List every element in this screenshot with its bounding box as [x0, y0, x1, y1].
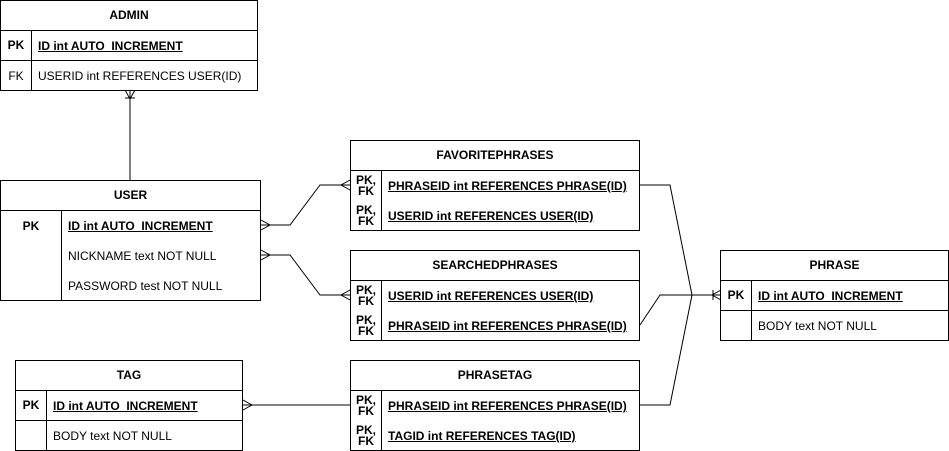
entity-row: PK, FK PHRASEID int REFERENCES PHRASE(ID… — [351, 311, 639, 341]
field-label: PHRASEID int REFERENCES PHRASE(ID) — [388, 399, 627, 413]
search-crowfoot-user — [339, 289, 351, 301]
field-label: BODY text NOT NULL — [758, 319, 877, 333]
field-label: PHRASEID int REFERENCES PHRASE(ID) — [388, 179, 627, 193]
entity-title: PHRASETAG — [351, 361, 639, 391]
field-label: USERID int REFERENCES USER(ID) — [388, 209, 594, 223]
user-favoritephrases-relation — [261, 184, 350, 226]
entity-row: PK, FK PHRASEID int REFERENCES PHRASE(ID… — [351, 171, 639, 201]
entity-title: FAVORITEPHRASES — [351, 141, 639, 171]
entity-user[interactable]: USER PK ID int AUTO_INCREMENT NICKNAME t… — [0, 180, 261, 301]
fav-crowfoot-user — [339, 179, 351, 191]
entity-row: NICKNAME text NOT NULL — [1, 241, 260, 271]
entity-title: USER — [1, 181, 260, 211]
user-crowfoot-fav — [260, 219, 272, 231]
field-label: PASSWORD test NOT NULL — [68, 279, 223, 293]
field-label: PHRASEID int REFERENCES PHRASE(ID) — [388, 319, 627, 333]
entity-phrasetag[interactable]: PHRASETAG PK, FK PHRASEID int REFERENCES… — [350, 360, 640, 451]
entity-searchedphrases[interactable]: SEARCHEDPHRASES PK, FK USERID int REFERE… — [350, 250, 640, 341]
phrase-crowfoot — [710, 289, 722, 301]
entity-row: PK ID int AUTO_INCREMENT — [1, 211, 260, 241]
entity-row: PK, FK TAGID int REFERENCES TAG(ID) — [351, 421, 639, 451]
entity-title: PHRASE — [721, 251, 948, 281]
entity-title: ADMIN — [1, 1, 257, 31]
tag-crowfoot — [242, 399, 254, 411]
key-label — [1, 271, 61, 301]
key-label: PK, FK — [355, 393, 376, 418]
key-label — [1, 241, 61, 271]
entity-row: PASSWORD test NOT NULL — [1, 271, 260, 301]
field-label: ID int AUTO_INCREMENT — [758, 288, 903, 303]
entity-favoritephrases[interactable]: FAVORITEPHRASES PK, FK PHRASEID int REFE… — [350, 140, 640, 231]
field-label: BODY text NOT NULL — [53, 429, 172, 443]
key-label: PK — [22, 398, 40, 412]
entity-row: PK, FK USERID int REFERENCES USER(ID) — [351, 201, 639, 231]
field-label: USERID int REFERENCES USER(ID) — [38, 69, 242, 83]
entity-row: PK, FK PHRASEID int REFERENCES PHRASE(ID… — [351, 391, 639, 421]
key-label — [721, 311, 751, 341]
key-label: PK — [7, 38, 25, 52]
entity-row: PK ID int AUTO_INCREMENT — [1, 31, 257, 61]
field-label: USERID int REFERENCES USER(ID) — [388, 289, 594, 303]
field-label: ID int AUTO_INCREMENT — [38, 38, 183, 53]
key-label: FK — [8, 68, 24, 83]
field-label: ID int AUTO_INCREMENT — [68, 219, 213, 233]
key-label: PK — [727, 288, 745, 302]
entity-phrase[interactable]: PHRASE PK ID int AUTO_INCREMENT BODY tex… — [720, 250, 949, 341]
entity-row: BODY text NOT NULL — [16, 421, 242, 451]
entity-row: PK ID int AUTO_INCREMENT — [721, 281, 948, 311]
fav-phrase-relation — [640, 184, 721, 296]
key-label: PK, FK — [355, 313, 376, 338]
user-searchedphrases-relation — [261, 254, 350, 296]
entity-title: SEARCHEDPHRASES — [351, 251, 639, 281]
field-label: ID int AUTO_INCREMENT — [53, 398, 198, 413]
key-label — [16, 421, 46, 451]
entity-row: BODY text NOT NULL — [721, 311, 948, 341]
entity-row: PK, FK USERID int REFERENCES USER(ID) — [351, 281, 639, 311]
entity-admin[interactable]: ADMIN PK ID int AUTO_INCREMENT FK USERID… — [0, 0, 258, 91]
user-crowfoot-search — [260, 249, 272, 261]
entity-title: TAG — [16, 361, 242, 391]
search-phrase-relation — [639, 294, 692, 326]
phrasetag-phrase-relation — [640, 294, 693, 406]
key-label: PK — [22, 218, 40, 233]
key-label: PK, FK — [355, 173, 376, 198]
field-label: NICKNAME text NOT NULL — [68, 249, 217, 263]
key-label: PK, FK — [355, 203, 376, 228]
entity-row: FK USERID int REFERENCES USER(ID) — [1, 61, 257, 91]
entity-row: PK ID int AUTO_INCREMENT — [16, 391, 242, 421]
key-label: PK, FK — [355, 283, 376, 308]
field-label: TAGID int REFERENCES TAG(ID) — [388, 429, 576, 443]
admin-crowfoot — [124, 89, 136, 101]
key-label: PK, FK — [355, 423, 376, 448]
entity-tag[interactable]: TAG PK ID int AUTO_INCREMENT BODY text N… — [15, 360, 243, 451]
